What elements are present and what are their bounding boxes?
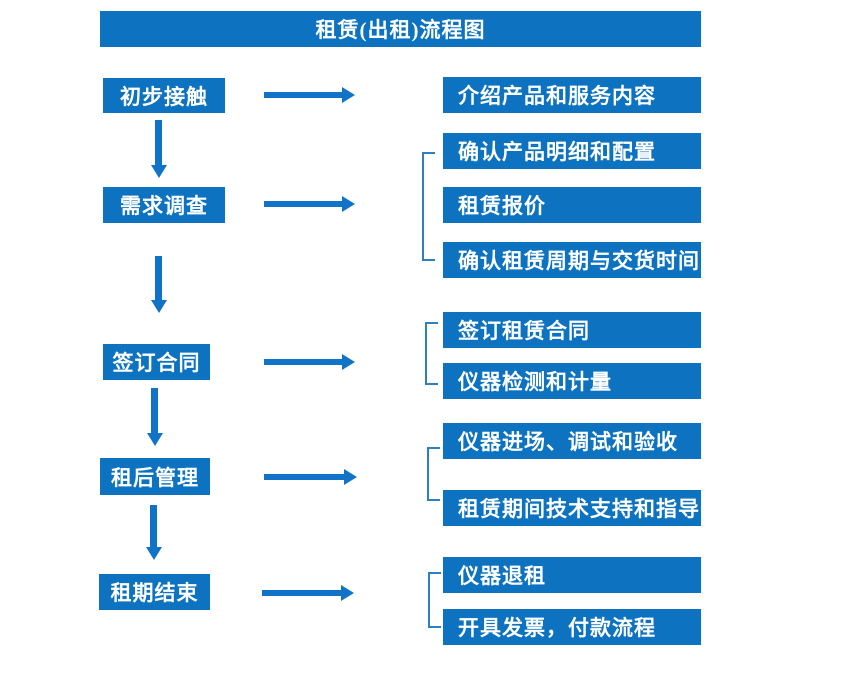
output-box-invoice-payment: 开具发票，付款流程 bbox=[443, 609, 701, 645]
output-box-confirm-rental-period: 确认租赁周期与交货时间 bbox=[443, 242, 701, 278]
stage-box-demand-survey: 需求调查 bbox=[103, 187, 225, 223]
arrow-right-icon-4 bbox=[264, 474, 344, 480]
bracket-group-post-rental bbox=[427, 447, 440, 501]
arrow-down-icon-1 bbox=[155, 120, 162, 165]
output-box-sign-rental-contract: 签订租赁合同 bbox=[443, 312, 701, 348]
page-title: 租赁(出租)流程图 bbox=[315, 18, 486, 42]
output-box-technical-support: 租赁期间技术支持和指导 bbox=[443, 490, 701, 526]
stage-box-post-rental-management: 租后管理 bbox=[100, 458, 210, 495]
arrow-down-icon-3 bbox=[151, 388, 158, 433]
stage-box-rental-end: 租期结束 bbox=[99, 574, 210, 610]
arrow-right-icon-2 bbox=[264, 201, 342, 207]
output-box-confirm-product-details: 确认产品明细和配置 bbox=[443, 133, 701, 169]
arrow-down-icon-2 bbox=[155, 256, 162, 300]
bracket-group-demand-survey bbox=[422, 152, 435, 261]
arrow-right-icon-3 bbox=[264, 359, 342, 365]
stage-box-initial-contact: 初步接触 bbox=[103, 78, 225, 113]
output-box-instrument-testing: 仪器检测和计量 bbox=[443, 363, 701, 399]
output-box-rental-quote: 租赁报价 bbox=[443, 187, 701, 223]
output-box-introduce-products: 介绍产品和服务内容 bbox=[443, 77, 701, 113]
arrow-right-icon-5 bbox=[262, 590, 341, 596]
title-bar: 租赁(出租)流程图 bbox=[100, 11, 701, 47]
stage-box-sign-contract: 签订合同 bbox=[103, 344, 210, 380]
output-box-instrument-return: 仪器退租 bbox=[443, 557, 701, 593]
arrow-down-icon-4 bbox=[150, 505, 157, 547]
bracket-group-sign-contract bbox=[425, 322, 438, 385]
arrow-right-icon-1 bbox=[264, 92, 342, 98]
output-box-instrument-setup-acceptance: 仪器进场、调试和验收 bbox=[443, 423, 701, 459]
bracket-group-rental-end bbox=[428, 572, 441, 628]
